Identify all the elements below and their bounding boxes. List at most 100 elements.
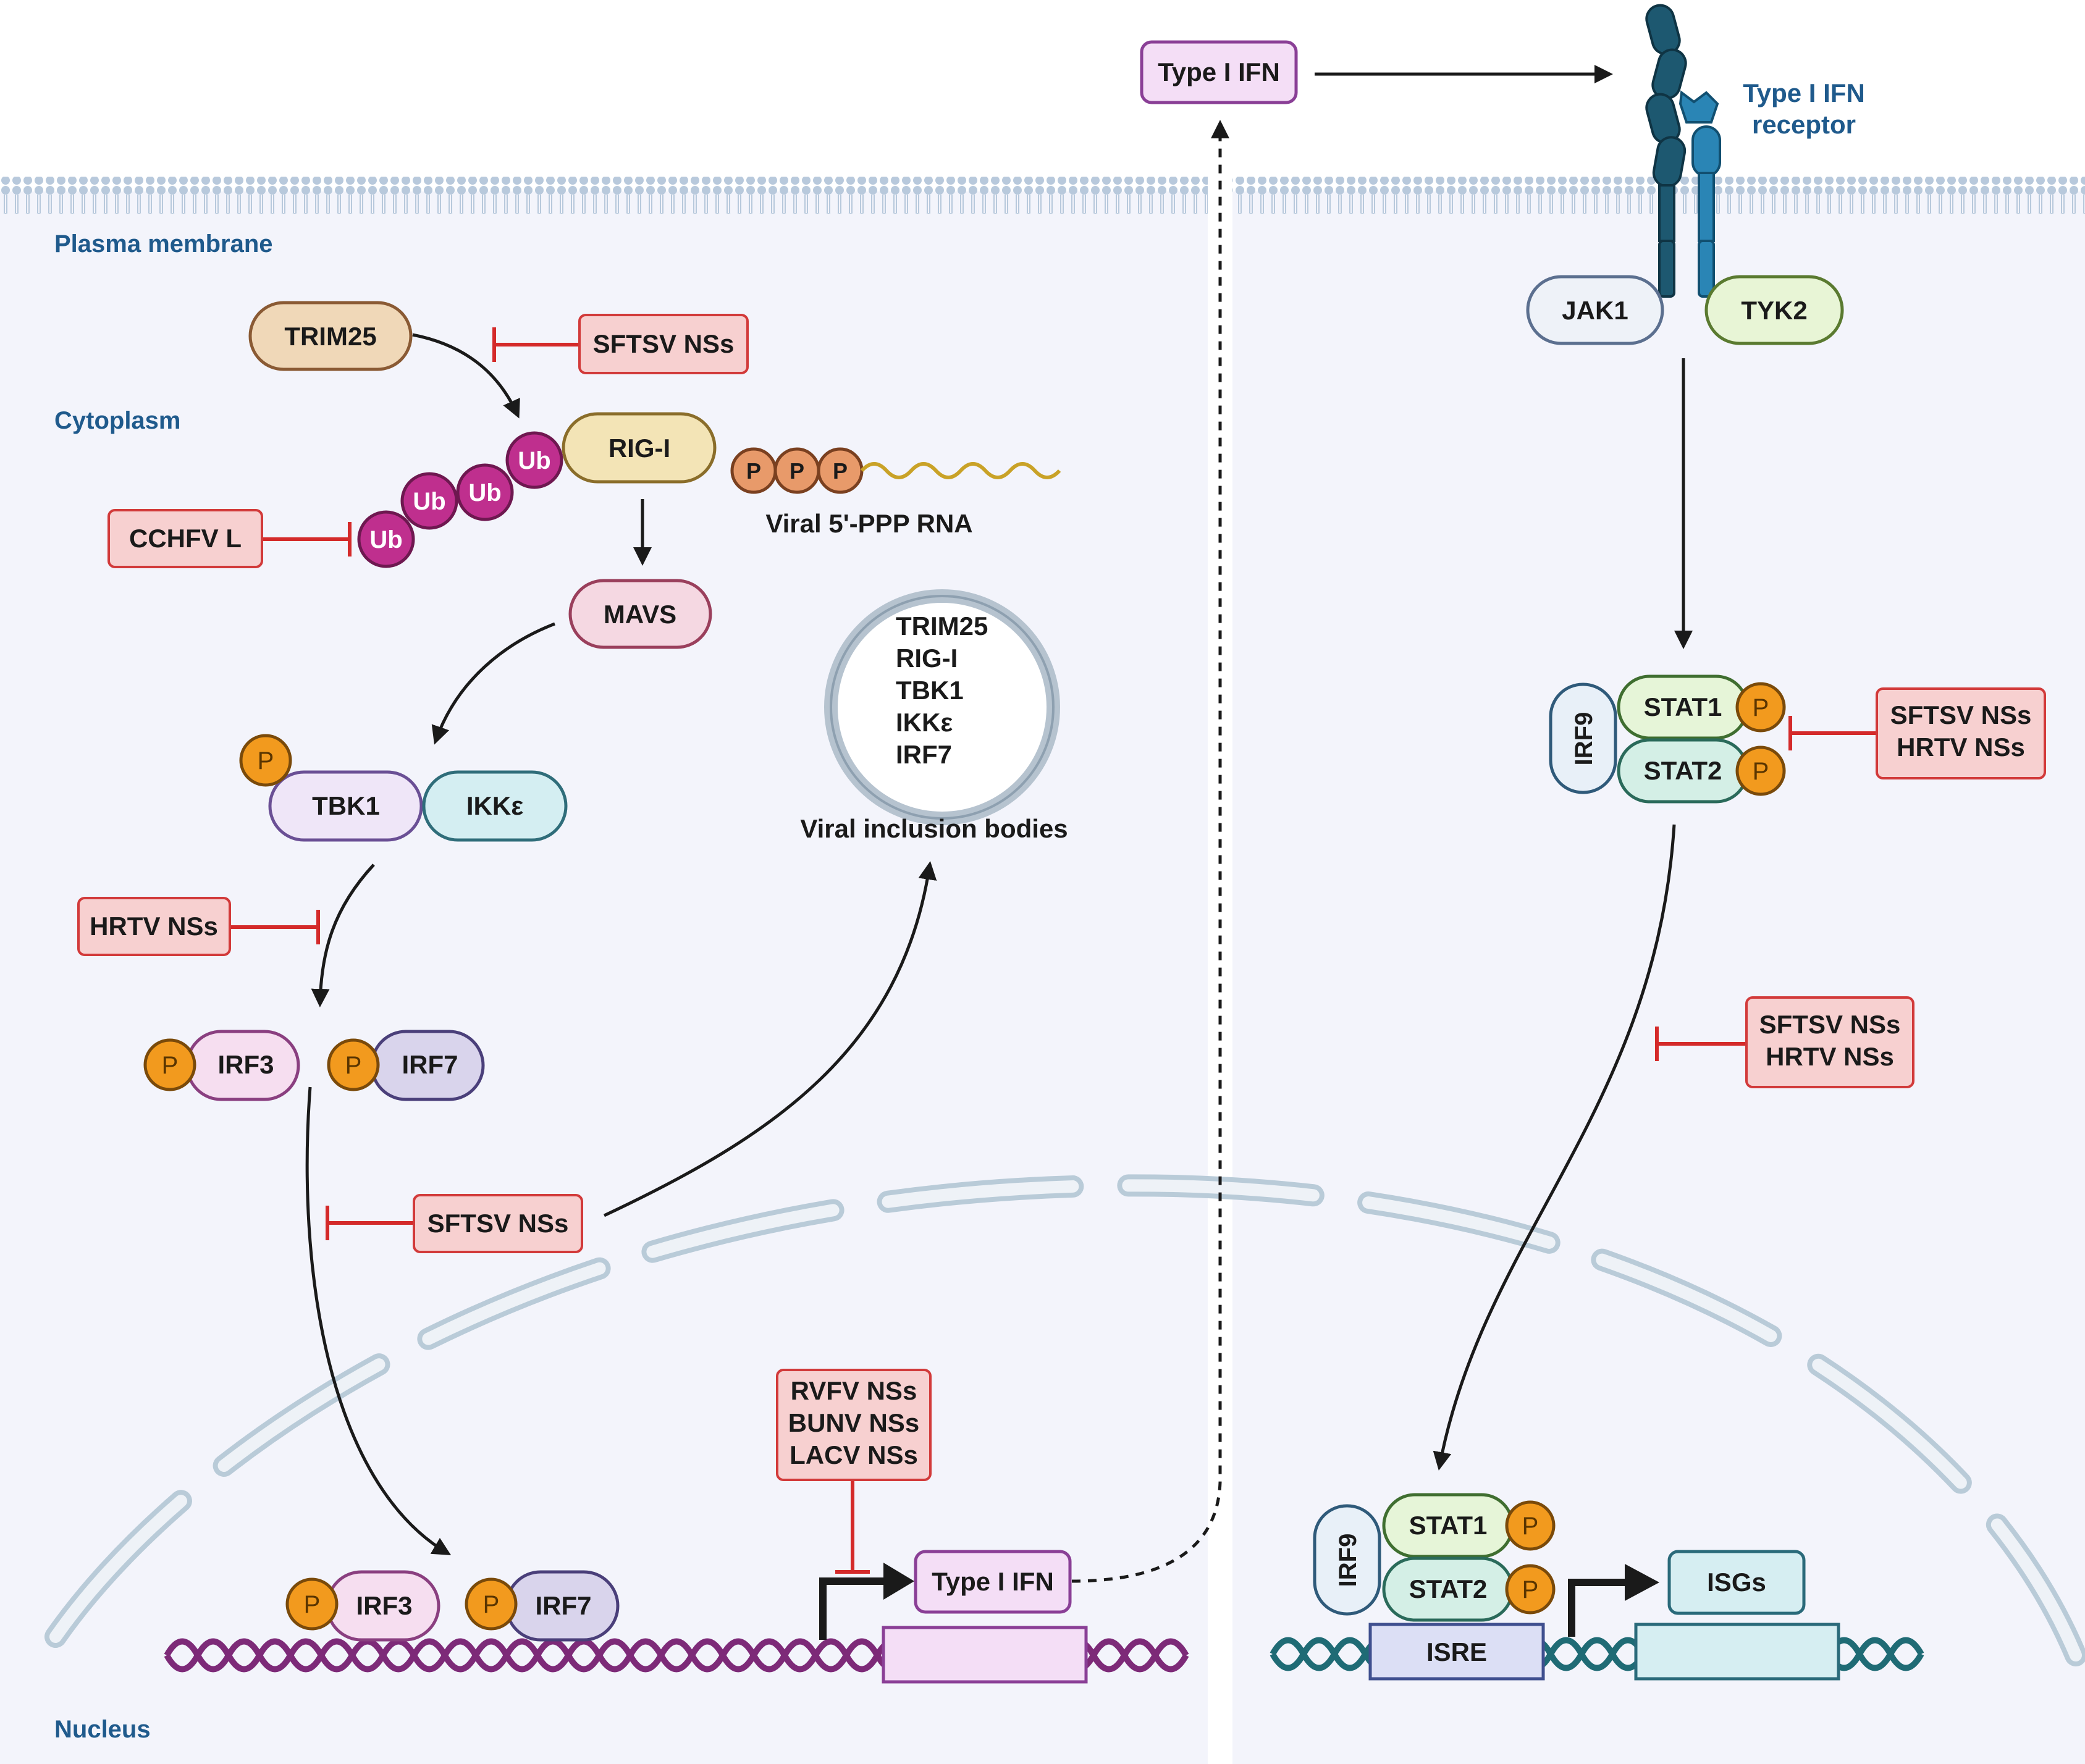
isgs-label: ISGs	[1667, 1550, 1806, 1615]
inhibitor-transcription: RVFV NSs BUNV NSs LACV NSs	[776, 1369, 932, 1481]
inclusion-item: TRIM25	[896, 611, 988, 640]
isgf3-nucleus: IRF9 STAT1 STAT2 P P	[1313, 1493, 1556, 1622]
inhibitor-cchfv: CCHFV L	[107, 509, 263, 568]
svg-text:STAT2: STAT2	[1409, 1574, 1488, 1603]
svg-text:IKKε: IKKε	[466, 791, 523, 820]
svg-text:ISRE: ISRE	[1426, 1637, 1487, 1666]
inclusion-item: RIG-I	[896, 644, 958, 673]
viral-rna: P P P Viral 5'-PPP RNA	[730, 447, 1061, 538]
svg-text:Ub: Ub	[413, 488, 445, 515]
svg-text:P: P	[304, 1591, 321, 1618]
transcription-arrowhead-left	[883, 1563, 914, 1600]
cytoplasm-label: Cytoplasm	[54, 407, 181, 434]
svg-text:TRIM25: TRIM25	[284, 322, 376, 351]
jak1-node: JAK1	[1526, 275, 1664, 345]
svg-text:RIG-I: RIG-I	[609, 434, 670, 463]
svg-text:IRF3: IRF3	[217, 1050, 274, 1079]
triphosphate: P P P	[730, 447, 864, 494]
arrow-trim25-to-ub	[412, 333, 520, 419]
svg-text:CCHFV L: CCHFV L	[129, 524, 242, 553]
inhibit-transcription	[835, 1481, 870, 1574]
inhibitor-stat-import: SFTSV NSs HRTV NSs	[1745, 996, 1914, 1088]
inhibit-stat-import	[1655, 1027, 1745, 1061]
tyk2-node: TYK2	[1704, 275, 1844, 345]
nuclear-envelope-inner	[49, 1179, 2082, 1661]
svg-text:IRF7: IRF7	[402, 1050, 458, 1079]
irf7-cytoplasm: IRF7 P	[327, 1030, 485, 1101]
plasma-membrane-left	[0, 177, 1208, 214]
transcription-arrowhead-right	[1625, 1564, 1659, 1601]
svg-text:P: P	[345, 1052, 362, 1079]
transcription-arrow-right	[1568, 1579, 1631, 1637]
svg-text:STAT1: STAT1	[1409, 1511, 1488, 1540]
svg-text:P: P	[1753, 694, 1769, 721]
svg-text:IRF9: IRF9	[1334, 1534, 1362, 1587]
cell-right	[1232, 191, 2085, 1764]
svg-text:IRF3: IRF3	[356, 1591, 412, 1620]
svg-text:HRTV NSs: HRTV NSs	[90, 912, 218, 941]
phospho-badge: P	[239, 734, 292, 787]
inhibit-tbk1	[230, 910, 320, 944]
nucleus-label: Nucleus	[54, 1716, 151, 1743]
secretion-path	[1071, 120, 1229, 1583]
ub-badge: Ub	[357, 510, 415, 568]
viral-rna-label: Viral 5'-PPP RNA	[765, 509, 972, 538]
svg-text:SFTSV NSs: SFTSV NSs	[593, 329, 735, 358]
svg-text:P: P	[746, 458, 761, 484]
plasma-membrane-label: Plasma membrane	[54, 230, 273, 258]
inclusion-caption: Viral inclusion bodies	[800, 814, 1068, 843]
receptor-label-line2: receptor	[1752, 110, 1856, 139]
inhibitor-line: HRTV NSs	[1897, 733, 2025, 762]
svg-text:Ub: Ub	[518, 447, 550, 474]
mavs-node: MAVS	[568, 579, 712, 649]
inhibit-irf-import	[326, 1206, 414, 1240]
phospho-badge: P	[143, 1038, 196, 1091]
type-i-ifn-receptor: Type I IFN receptor	[1645, 4, 1865, 298]
isgf3-cytoplasm: IRF9 STAT1 STAT2 P P	[1549, 674, 1786, 804]
inhibit-trim25	[492, 327, 579, 362]
svg-text:STAT1: STAT1	[1644, 692, 1722, 721]
arrow-irf-to-nucleus	[305, 1086, 452, 1556]
receptor-chain-ifnar1	[1645, 4, 1687, 298]
svg-text:TBK1: TBK1	[312, 791, 380, 820]
arrow-mavs-to-tbk1	[431, 622, 555, 745]
ub-badge: Ub	[456, 463, 514, 521]
svg-text:JAK1: JAK1	[1562, 296, 1628, 325]
inhibitor-sftsv-trim25: SFTSV NSs	[578, 314, 749, 374]
type-i-ifn-gene-label: Type I IFN	[914, 1550, 1072, 1614]
svg-text:MAVS: MAVS	[604, 600, 676, 629]
ub-badge: Ub	[400, 472, 458, 530]
svg-text:P: P	[833, 458, 848, 484]
pathway-arrows	[305, 65, 1693, 1556]
svg-text:Ub: Ub	[468, 479, 501, 506]
type-i-ifn-gene-box	[882, 1626, 1088, 1684]
svg-text:P: P	[1753, 758, 1769, 785]
svg-text:P: P	[790, 458, 804, 484]
inhibit-ub	[263, 522, 352, 556]
ub-chain: Ub Ub Ub Ub	[357, 431, 563, 568]
arrow-sftsv-to-inclusion	[603, 861, 937, 1217]
inhibitor-hrtv-tbk1: HRTV NSs	[77, 897, 231, 956]
irf3-nucleus: IRF3 P	[285, 1570, 440, 1642]
transcription-arrow-left	[819, 1577, 890, 1640]
svg-text:Ub: Ub	[369, 526, 402, 553]
svg-text:Type I IFN: Type I IFN	[932, 1567, 1054, 1596]
inhibit-stat-phospho	[1788, 716, 1876, 750]
inhibition-lines	[230, 327, 1876, 1574]
svg-text:P: P	[1522, 1576, 1539, 1603]
rig-i-node: RIG-I	[562, 412, 717, 484]
type-i-ifn-secreted: Type I IFN	[1140, 40, 1298, 104]
inhibitor-sftsv-irf: SFTSV NSs	[413, 1194, 583, 1253]
viral-inclusion-body: TRIM25 RIG-I TBK1 IKKε IRF7 Viral inclus…	[800, 589, 1068, 843]
phospho-badge: P	[285, 1577, 339, 1631]
rna-strand	[860, 462, 1061, 479]
svg-text:STAT2: STAT2	[1644, 756, 1722, 785]
svg-text:SFTSV NSs: SFTSV NSs	[428, 1209, 569, 1238]
tbk1-ikke-complex: TBK1 IKKε P	[239, 734, 568, 842]
svg-text:TYK2: TYK2	[1741, 296, 1807, 325]
receptor-chain-ifnar2	[1679, 90, 1721, 298]
inhibitor-line: BUNV NSs	[788, 1408, 919, 1437]
svg-text:P: P	[258, 747, 274, 775]
ub-badge: Ub	[505, 431, 563, 489]
